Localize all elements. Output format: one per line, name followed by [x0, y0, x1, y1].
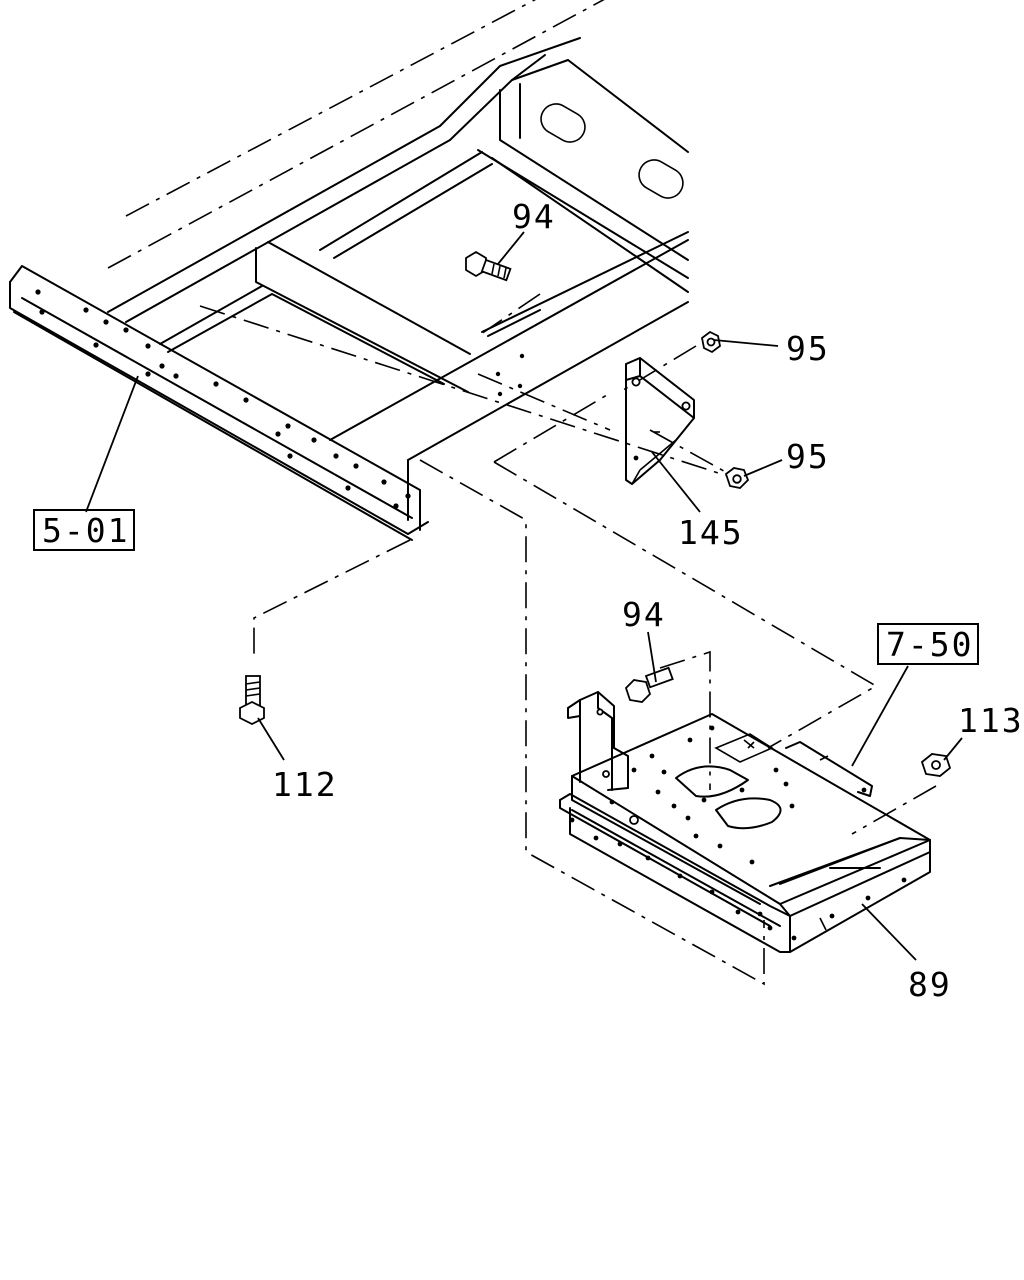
- label-5-01: 5-01: [42, 511, 129, 550]
- rail-holes: [35, 289, 525, 509]
- plate-holes: [569, 725, 907, 941]
- label-145: 145: [678, 513, 744, 552]
- leader-lines: [85, 231, 963, 961]
- nut-113: [920, 753, 952, 777]
- chassis-frame: [9, 37, 689, 541]
- bolt-94-top: [465, 250, 512, 282]
- label-94-top: 94: [512, 197, 556, 236]
- label-89: 89: [908, 965, 952, 1004]
- bolt-112: [239, 675, 265, 726]
- label-112: 112: [272, 765, 338, 804]
- label-113: 113: [958, 701, 1024, 740]
- ref-box-7-50: [877, 623, 979, 665]
- nut-95-upper: [701, 330, 721, 354]
- label-95-lower: 95: [786, 437, 830, 476]
- label-7-50: 7-50: [886, 625, 973, 664]
- bracket-145: [625, 357, 695, 485]
- mount-plate-89: [559, 691, 931, 953]
- label-95-upper: 95: [786, 329, 830, 368]
- ref-box-5-01: [33, 509, 135, 551]
- bolt-94-mid: [624, 666, 674, 703]
- label-94-mid: 94: [622, 595, 666, 634]
- nut-95-lower: [724, 467, 750, 489]
- assembly-centerlines: [107, 0, 937, 986]
